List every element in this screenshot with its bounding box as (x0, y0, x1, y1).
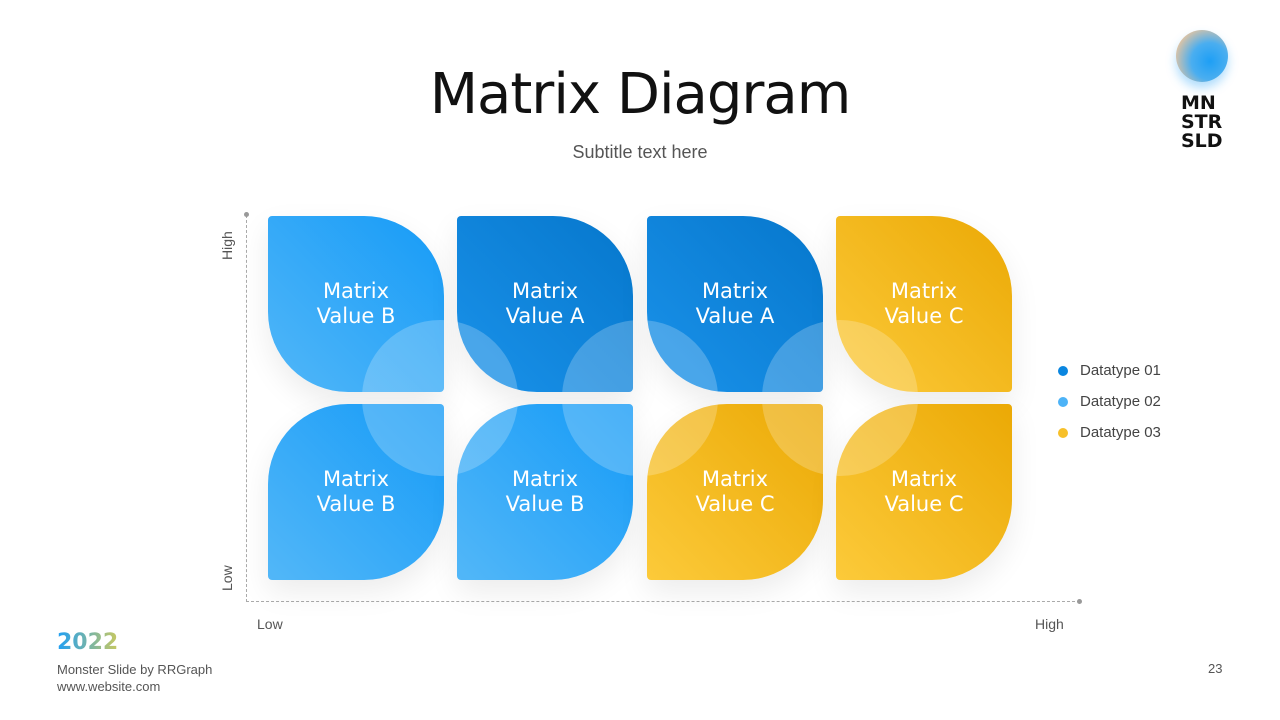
x-axis-end-dot (1077, 599, 1082, 604)
footer-year: 2022 (57, 630, 119, 655)
overlay-circle (647, 404, 718, 476)
overlay-circle (836, 404, 918, 476)
page-number: 23 (1208, 661, 1223, 676)
y-axis-end-dot (244, 212, 249, 217)
tile-label-line2: Value C (884, 304, 964, 328)
page-title: Matrix Diagram (429, 62, 852, 127)
overlay-circle (362, 404, 444, 476)
tile-label-line1: Matrix (511, 467, 579, 491)
legend-dot-icon (1058, 396, 1068, 407)
legend-item: Datatype 01 (1058, 355, 1161, 386)
overlay-circle (762, 320, 823, 392)
tile-label-line1: Matrix (511, 279, 579, 303)
brand-logo: MN STR SLD (1176, 30, 1228, 151)
tile-label-line1: Matrix (890, 467, 958, 491)
overlay-circle (457, 320, 518, 392)
legend: Datatype 01 Datatype 02 Datatype 03 (1058, 355, 1161, 448)
overlay-circle (762, 404, 823, 476)
legend-label: Datatype 03 (1080, 424, 1161, 441)
overlay-circle (562, 320, 633, 392)
x-axis-low-label: Low (257, 616, 283, 632)
overlay-circle (836, 320, 918, 392)
tile-label-line2: Value C (884, 492, 964, 516)
logo-orb-icon (1176, 30, 1228, 82)
legend-item: Datatype 03 (1058, 417, 1161, 448)
y-axis (246, 215, 247, 602)
x-axis-high-label: High (1035, 616, 1064, 632)
logo-line: SLD (1181, 130, 1223, 152)
legend-dot-icon (1058, 365, 1068, 376)
y-axis-high-label: High (219, 231, 235, 260)
legend-item: Datatype 02 (1058, 386, 1161, 417)
footer-url[interactable]: www.website.com (57, 679, 161, 694)
page-subtitle: Subtitle text here (572, 142, 708, 162)
tile-label-line1: Matrix (701, 467, 769, 491)
overlay-circle (647, 320, 718, 392)
tile-label-line2: Value C (695, 492, 775, 516)
overlay-circle (457, 404, 518, 476)
legend-label: Datatype 01 (1080, 362, 1161, 379)
logo-line: STR (1181, 111, 1223, 133)
tile-label-line2: Value B (505, 492, 585, 516)
tile-label-line1: Matrix (322, 279, 390, 303)
tile-label-line2: Value A (695, 304, 775, 328)
overlay-circle (562, 404, 633, 476)
overlay-circle (362, 320, 444, 392)
tile-label-line2: Value A (505, 304, 585, 328)
x-axis (246, 601, 1080, 602)
tile-label-line2: Value B (316, 304, 396, 328)
y-axis-low-label: Low (219, 565, 235, 591)
legend-dot-icon (1058, 427, 1068, 438)
footer-brand: Monster Slide by RRGraph (57, 662, 213, 677)
tile-label-line1: Matrix (322, 467, 390, 491)
logo-line: MN (1181, 92, 1216, 114)
tile-label-line1: Matrix (701, 279, 769, 303)
tile-label-line1: Matrix (890, 279, 958, 303)
legend-label: Datatype 02 (1080, 393, 1161, 410)
tile-label-line2: Value B (316, 492, 396, 516)
